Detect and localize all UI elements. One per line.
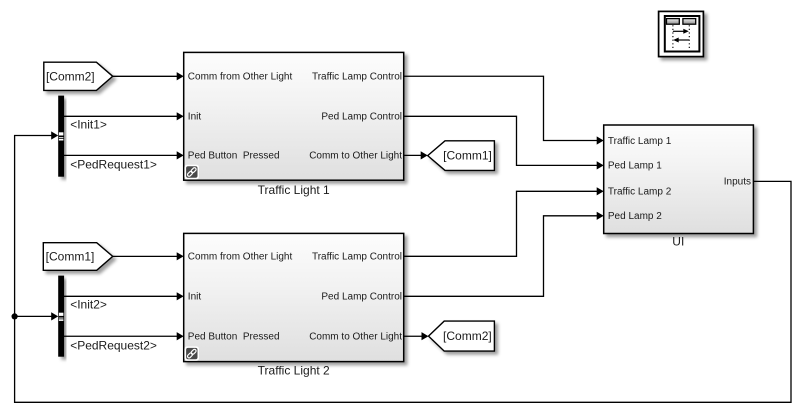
svg-text:Traffic Light 1: Traffic Light 1 <box>258 183 330 197</box>
svg-text:[Comm2]: [Comm2] <box>46 70 95 84</box>
svg-text:Traffic Lamp Control: Traffic Lamp Control <box>312 252 402 263</box>
svg-text:Traffic Light 2: Traffic Light 2 <box>258 364 330 378</box>
svg-text:Inputs: Inputs <box>724 177 751 188</box>
svg-text:<Init1>: <Init1> <box>70 118 107 132</box>
svg-text:Traffic Lamp 2: Traffic Lamp 2 <box>608 187 672 198</box>
svg-text:Traffic Lamp 1: Traffic Lamp 1 <box>608 136 672 147</box>
svg-text:[Comm1]: [Comm1] <box>46 250 95 264</box>
svg-text:<Init2>: <Init2> <box>70 298 107 312</box>
svg-text:Traffic Lamp Control: Traffic Lamp Control <box>312 72 402 83</box>
svg-text:Ped Button Pressed: Ped Button Pressed <box>188 151 280 162</box>
svg-text:[Comm1]: [Comm1] <box>443 149 492 163</box>
svg-text:Init: Init <box>188 292 202 303</box>
svg-text:Ped Lamp Control: Ped Lamp Control <box>321 292 402 303</box>
svg-text:Ped Lamp 1: Ped Lamp 1 <box>608 161 662 172</box>
svg-text:<PedRequest2>: <PedRequest2> <box>70 338 157 352</box>
svg-text:Ped Lamp 2: Ped Lamp 2 <box>608 211 662 222</box>
svg-text:[Comm2]: [Comm2] <box>443 329 492 343</box>
svg-text:Comm from Other Light: Comm from Other Light <box>188 72 293 83</box>
svg-text:Comm to Other Light: Comm to Other Light <box>309 332 402 343</box>
svg-text:Ped Button Pressed: Ped Button Pressed <box>188 332 280 343</box>
svg-text:Comm from Other Light: Comm from Other Light <box>188 252 293 263</box>
svg-text:Init: Init <box>188 112 202 123</box>
svg-text:Comm to Other Light: Comm to Other Light <box>309 151 402 162</box>
svg-text:UI: UI <box>672 235 684 249</box>
svg-text:Ped Lamp Control: Ped Lamp Control <box>321 112 402 123</box>
svg-text:<PedRequest1>: <PedRequest1> <box>70 158 157 172</box>
